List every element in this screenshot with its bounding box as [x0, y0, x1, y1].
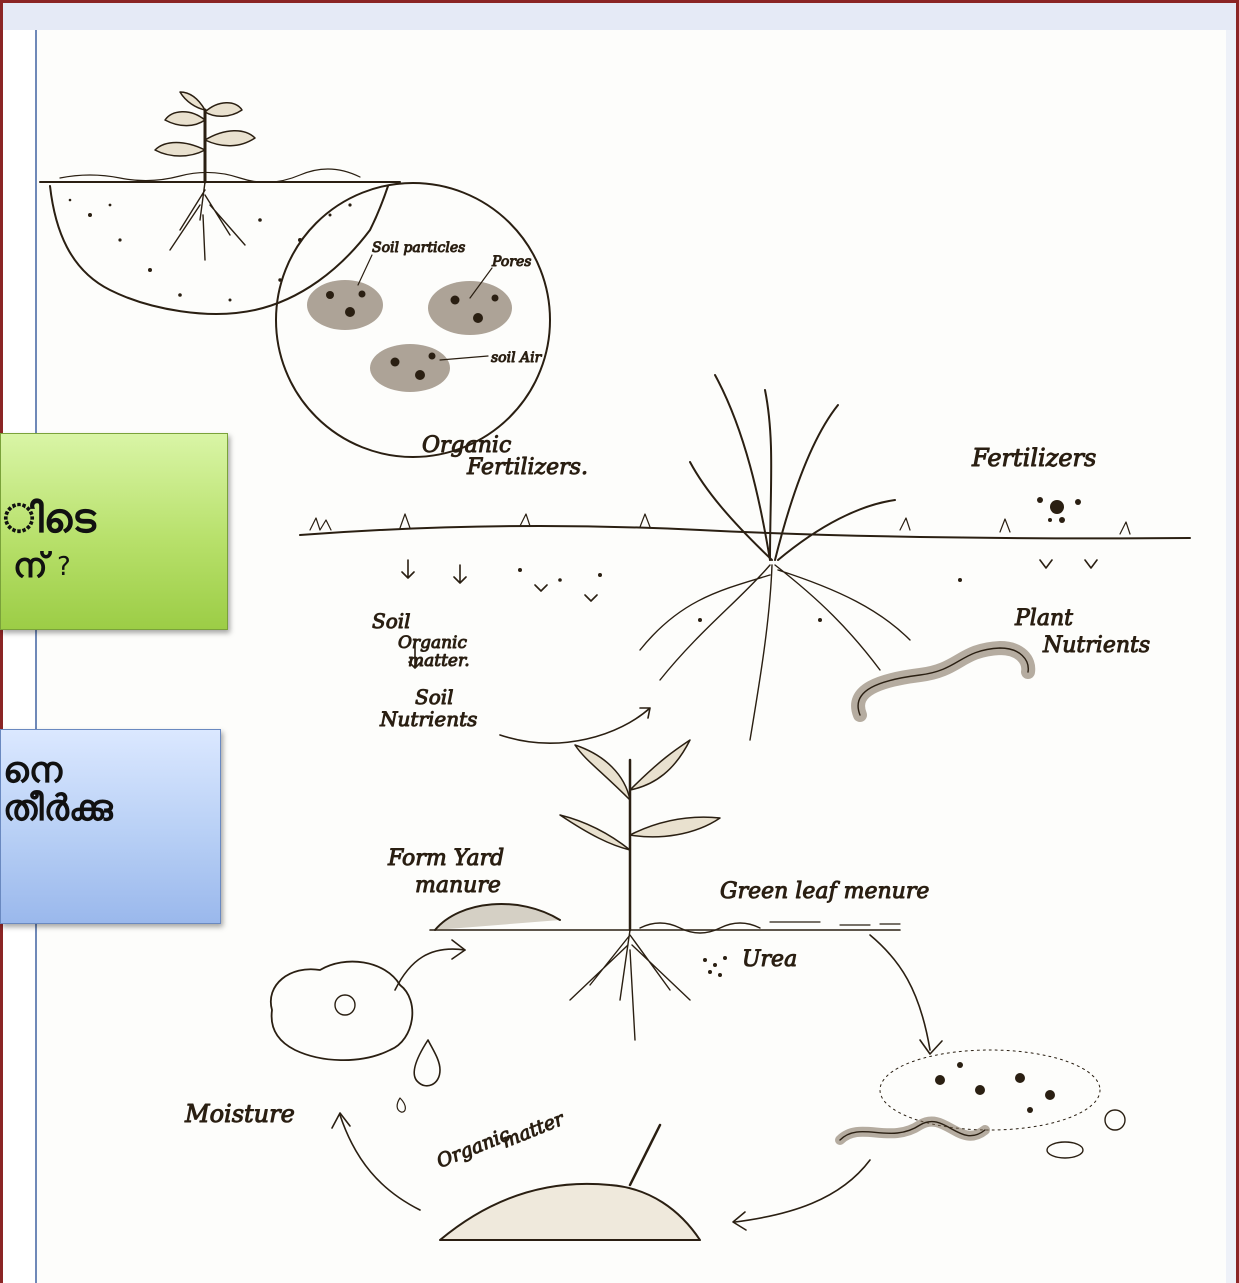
- label-organic-matter-2: matter: [499, 1107, 569, 1152]
- organic-cycle-section: Form Yard manure Green leaf menure Urea …: [184, 740, 1125, 1240]
- green-callout-qmark: ?: [57, 552, 71, 582]
- decomposers-cluster: [840, 1050, 1125, 1158]
- seedling-icon: [155, 92, 255, 182]
- earthworm-icon: [858, 648, 1028, 715]
- soil-section: Soil particles Pores soil Air: [40, 92, 550, 457]
- label-urea: Urea: [742, 947, 797, 972]
- moisture-icon: [271, 962, 440, 1113]
- question-callout-green: ിടെ ന് ?: [0, 433, 228, 630]
- label-pores: Pores: [491, 254, 531, 270]
- label-fertilizers: Fertilizers: [971, 444, 1096, 472]
- label-moisture: Moisture: [184, 1100, 295, 1128]
- label-organic-matter-2: matter.: [408, 651, 470, 671]
- label-organic-fertilizers-2: Fertilizers.: [466, 455, 588, 480]
- soil-particles-cluster: [307, 280, 512, 392]
- blue-callout-line2: തീർക്കു: [3, 788, 113, 830]
- young-plant-icon: [560, 740, 720, 930]
- label-plant-nutrients-1: Plant: [1014, 606, 1073, 631]
- green-callout-line1: ിടെ: [3, 496, 96, 542]
- label-organic-matter-1: Organic: [398, 633, 467, 653]
- label-soil-nutrients-2: Nutrients: [379, 707, 477, 731]
- label-soil-particles: Soil particles: [372, 240, 465, 256]
- question-callout-blue: നെ തീർക്കു: [0, 729, 221, 924]
- nutrients-section: Organic Fertilizers. Fertilizers Soil Or…: [300, 375, 1190, 743]
- label-plant-nutrients-2: Nutrients: [1042, 633, 1150, 658]
- label-soil: Soil: [372, 609, 411, 633]
- plant-icon: [690, 375, 895, 560]
- label-farm-yard-2: manure: [415, 873, 501, 898]
- green-callout-line2: ന്: [13, 546, 48, 586]
- label-soil-air: soil Air: [491, 350, 543, 366]
- label-farm-yard-1: Form Yard: [387, 846, 504, 871]
- label-green-leaf-manure: Green leaf menure: [720, 879, 929, 904]
- blue-callout-line1: നെ: [3, 750, 62, 792]
- label-soil-nutrients-1: Soil: [415, 685, 454, 709]
